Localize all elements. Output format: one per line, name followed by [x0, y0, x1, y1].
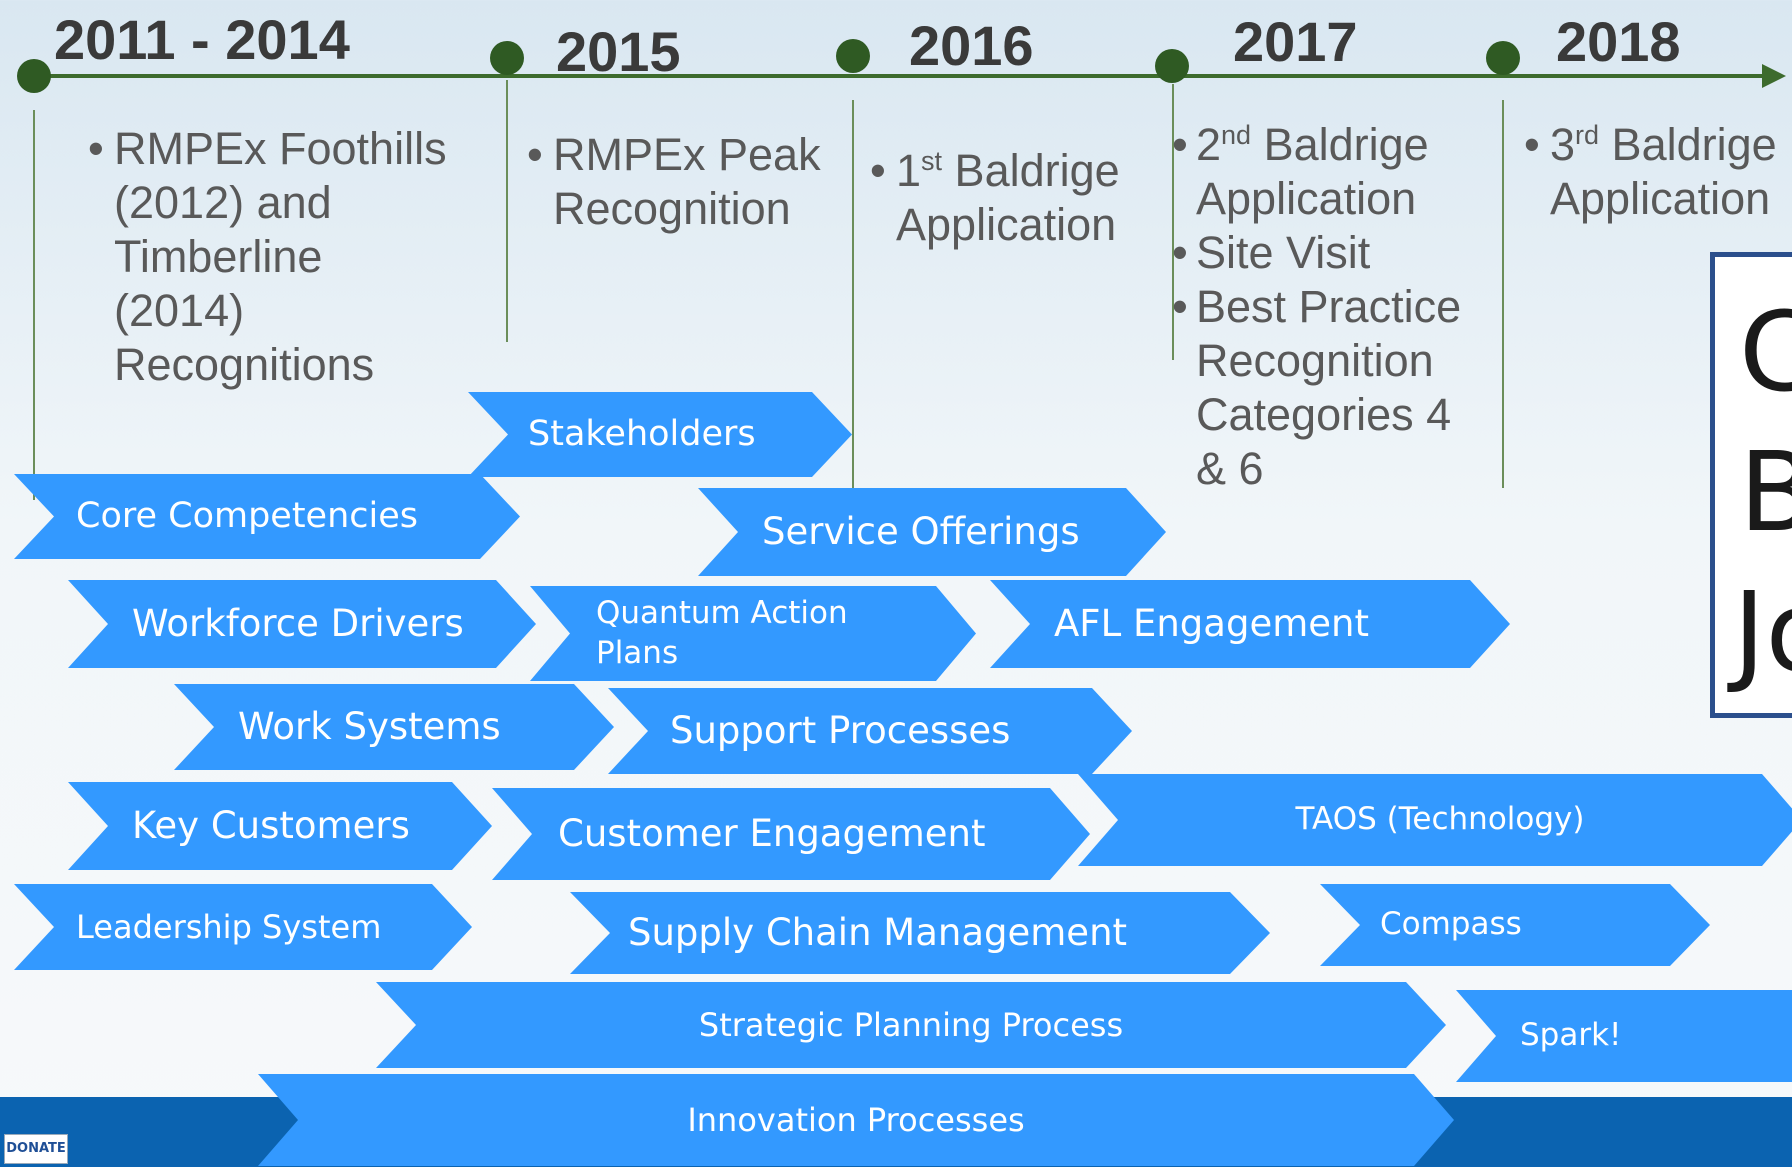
chevron-shape [1078, 774, 1792, 866]
timeline-connector [33, 110, 35, 500]
chevron-shape [376, 982, 1446, 1068]
bullet-text: Application [1550, 173, 1771, 224]
bullet-text: Application [896, 199, 1117, 250]
timeline-connector [506, 80, 508, 342]
stakeholders-chevron: Stakeholders [468, 392, 852, 477]
timeline-dot [490, 41, 524, 75]
milestone-text-2011-2014: •RMPEx Foothills (2012) and Timberline (… [88, 123, 447, 390]
innovation-processes-chevron: Innovation Processes [258, 1074, 1454, 1166]
chevron-shape [530, 586, 976, 681]
year-label: 2018 [1556, 10, 1681, 73]
chevron-shape [68, 782, 492, 870]
milestone-text-2017: •2nd Baldrige Application •Site Visit •B… [1172, 119, 1462, 494]
spark-chevron: Spark! [1456, 990, 1792, 1082]
bullet-text: (2014) [114, 285, 245, 336]
bullet-text: Categories 4 [1196, 389, 1452, 440]
year-label: 2017 [1233, 10, 1358, 73]
milestone-text-2015: •RMPEx Peak Recognition [527, 129, 821, 234]
chevron-shape [468, 392, 852, 477]
timeline-connector [1172, 84, 1174, 360]
chevron-shape [68, 580, 536, 668]
afl-engagement-chevron: AFL Engagement [990, 580, 1510, 668]
timeline-connector [852, 100, 854, 488]
chevron-shape [1456, 990, 1792, 1082]
chevron-shape [570, 892, 1270, 974]
support-processes-chevron: Support Processes [608, 688, 1132, 774]
chevron-shape [258, 1074, 1454, 1166]
quantum-action-plans-chevron: Quantum Action Plans [530, 586, 976, 681]
timeline-dot [17, 59, 51, 93]
callout-box: C B Jo [1710, 252, 1792, 718]
chevron-shape [174, 684, 614, 770]
work-systems-chevron: Work Systems [174, 684, 614, 770]
chevron-shape [14, 884, 472, 970]
callout-text: B [1739, 428, 1792, 556]
supply-chain-management-chevron: Supply Chain Management [570, 892, 1270, 974]
year-label: 2016 [909, 14, 1034, 77]
chevron-shape [990, 580, 1510, 668]
bullet-text: RMPEx Foothills [114, 123, 447, 174]
bullet-text: 3rd Baldrige [1550, 119, 1777, 170]
milestone-text-2016: •1st Baldrige Application [870, 145, 1120, 250]
timeline-dot [1486, 41, 1520, 75]
compass-chevron: Compass [1320, 884, 1710, 966]
timeline-dot [1155, 49, 1189, 83]
bullet-text: Recognition [553, 183, 791, 234]
service-offerings-chevron: Service Offerings [698, 488, 1166, 576]
year-label: 2011 - 2014 [54, 8, 350, 71]
bullet-text: Recognition [1196, 335, 1434, 386]
bullet-text: Site Visit [1196, 227, 1371, 278]
chevron-shape [608, 688, 1132, 774]
chevron-shape [492, 788, 1090, 880]
bullet-text: Timberline [114, 231, 323, 282]
bullet-text: Recognitions [114, 339, 375, 390]
chevron-shape [14, 474, 520, 559]
bullet-text: Application [1196, 173, 1417, 224]
timeline-connector [1502, 100, 1504, 488]
bullet-text: 2nd Baldrige [1196, 119, 1429, 170]
leadership-system-chevron: Leadership System [14, 884, 472, 970]
bullet-text: RMPEx Peak [553, 129, 821, 180]
timeline-axis [17, 39, 1786, 93]
chevron-shape [698, 488, 1166, 576]
key-customers-chevron: Key Customers [68, 782, 492, 870]
strategic-planning-process-chevron: Strategic Planning Process [376, 982, 1446, 1068]
bullet-text: Best Practice [1196, 281, 1462, 332]
bullet-text: 1st Baldrige [896, 145, 1120, 196]
customer-engagement-chevron: Customer Engagement [492, 788, 1090, 880]
timeline-dot [836, 39, 870, 73]
year-label: 2015 [556, 20, 681, 83]
taos-technology-chevron: TAOS (Technology) [1078, 774, 1792, 866]
callout-text: C [1739, 288, 1792, 416]
workforce-drivers-chevron: Workforce Drivers [68, 580, 536, 668]
milestone-text-2018: •3rd Baldrige Application [1524, 119, 1777, 224]
bullet-text: & 6 [1196, 443, 1264, 494]
timeline-arrow-icon [1762, 64, 1786, 88]
core-competencies-chevron: Core Competencies [14, 474, 520, 559]
donate-logo[interactable]: DONATE [4, 1134, 68, 1164]
chevron-shape [1320, 884, 1710, 966]
bullet-text: (2012) and [114, 177, 332, 228]
callout-text: Jo [1733, 568, 1792, 696]
